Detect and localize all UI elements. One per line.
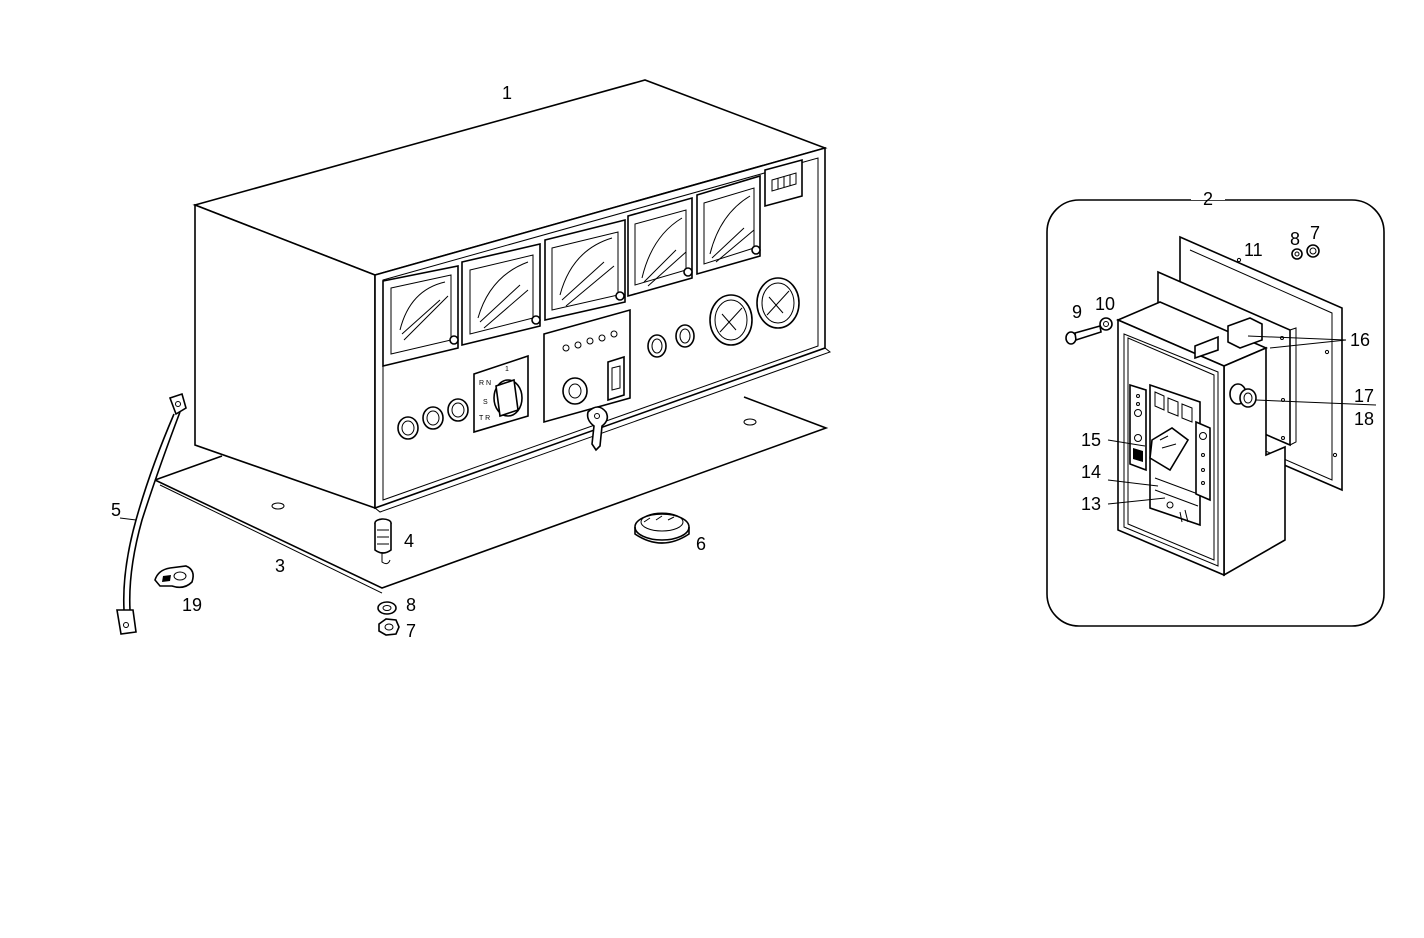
selector-switch: 1 R N S T R	[473, 354, 529, 434]
callout-15: 15	[1081, 430, 1101, 450]
callout-7-left: 7	[406, 621, 416, 641]
detail-inset	[1046, 196, 1385, 627]
analog-meter-2	[461, 242, 541, 347]
callout-16: 16	[1350, 330, 1370, 350]
rubber-mount	[374, 518, 392, 565]
grommet	[634, 512, 690, 544]
analog-meter-3	[544, 218, 626, 321]
washer-top-inset	[1291, 248, 1303, 260]
callout-10: 10	[1095, 294, 1115, 314]
washer-left	[377, 601, 397, 615]
callout-7-inset: 7	[1310, 223, 1320, 243]
hex-nut-left	[378, 618, 400, 636]
callout-18: 18	[1354, 409, 1374, 429]
nut-top-inset	[1306, 244, 1320, 258]
callout-9: 9	[1072, 302, 1082, 322]
selector-mark-top: 1	[505, 366, 509, 373]
callout-labels: 1 2 3 4 5 6 7 8 19 7 8 9 10 11 13 14 15 …	[111, 83, 1374, 641]
callout-3: 3	[275, 556, 285, 576]
callout-14: 14	[1081, 462, 1101, 482]
leader-lines-left	[119, 517, 137, 521]
selector-mark-left-bottom: T R	[479, 415, 490, 422]
screw	[1065, 324, 1102, 345]
analog-meter-5	[696, 174, 761, 276]
callout-2: 2	[1203, 189, 1213, 209]
indicator-lamps-left	[397, 398, 469, 440]
indicator-lamps-right	[647, 324, 695, 358]
callout-13: 13	[1081, 494, 1101, 514]
analog-meter-1	[382, 265, 459, 368]
leader-lines-inset	[1107, 335, 1377, 505]
callout-8-inset: 8	[1290, 229, 1300, 249]
cable-clamp	[154, 565, 194, 589]
pressure-gauge-left	[709, 294, 753, 346]
callout-5: 5	[111, 500, 121, 520]
ground-cable	[116, 392, 187, 635]
circuit-breaker	[1149, 383, 1201, 527]
callout-19: 19	[182, 595, 202, 615]
push-button	[1229, 383, 1257, 408]
callout-6: 6	[696, 534, 706, 554]
base-plate	[154, 396, 829, 594]
terminal-strip-right	[1195, 420, 1211, 502]
washer-inset	[1099, 317, 1113, 331]
callout-17: 17	[1354, 386, 1374, 406]
selector-mark-left-top: R N	[479, 380, 491, 387]
pressure-gauge-right	[756, 277, 800, 329]
callout-1: 1	[502, 83, 512, 103]
analog-meter-4	[627, 196, 693, 298]
ignition-key	[562, 377, 609, 452]
callout-8-left: 8	[406, 595, 416, 615]
callout-4: 4	[404, 531, 414, 551]
terminal-strip-left	[1129, 383, 1147, 472]
hour-counter	[764, 158, 803, 208]
selector-mark-left-mid: S	[483, 399, 488, 406]
callout-11: 11	[1244, 240, 1263, 260]
